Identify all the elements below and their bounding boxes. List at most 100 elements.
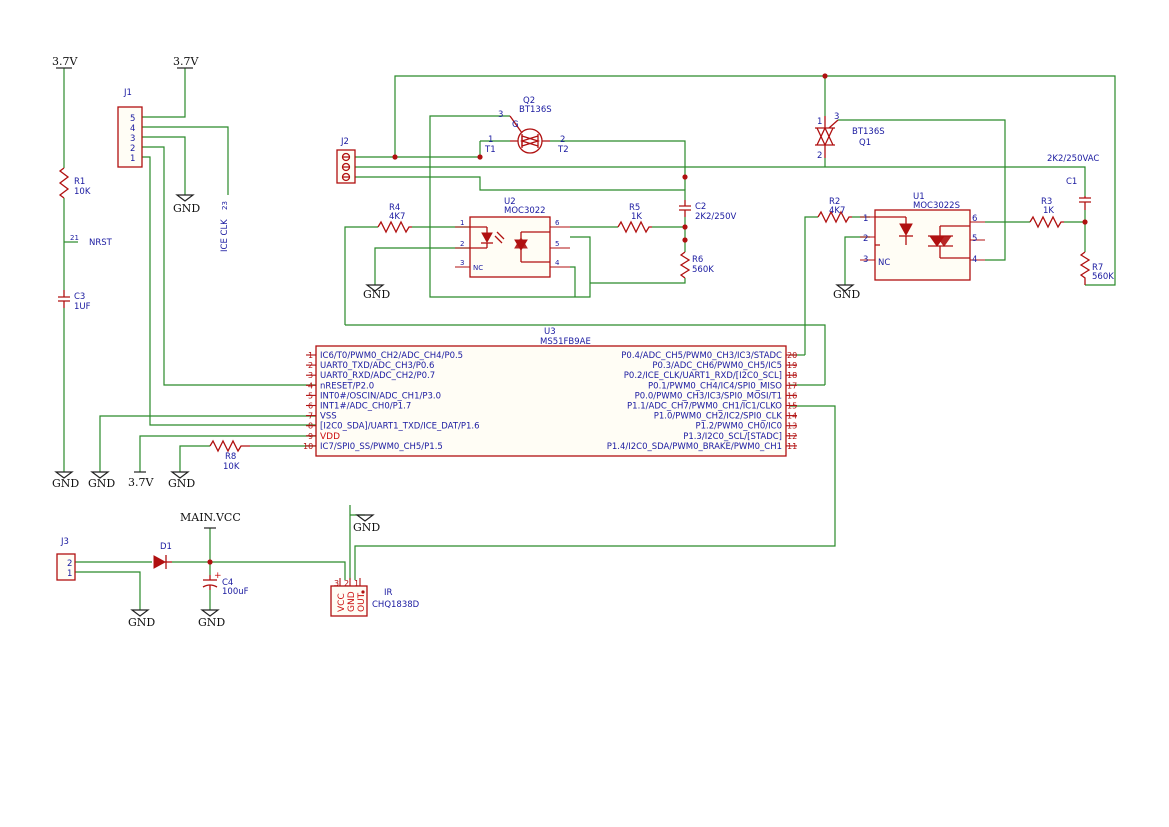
- svg-text:OUT: OUT: [357, 592, 367, 612]
- u3-pin-name: P0.0/PWM0_CH3/IC3/SPI0_MOSI/T1: [635, 391, 782, 401]
- power-3v7-bottom: 3.7V: [128, 471, 154, 489]
- q2-pin-num: 3: [498, 110, 503, 120]
- r2-ref: R2: [829, 197, 840, 207]
- q2-pin-name: T2: [557, 145, 569, 155]
- power-label: 3.7V: [52, 55, 78, 68]
- resistor-r7: R7 560K: [1079, 251, 1114, 285]
- u3-pin-name: P1.4/I2C0_SDA/PWM0_BRAKE/PWM0_CH1: [607, 442, 782, 452]
- ice-clk-label: ICE CLK: [220, 219, 230, 252]
- ir-value: CHQ1838D: [372, 600, 420, 610]
- u3-pin-num: 16: [787, 391, 797, 400]
- gnd-c4: GND: [198, 609, 225, 629]
- gnd-j1: GND: [173, 194, 200, 215]
- q1-pin-num: 3: [834, 112, 839, 122]
- r8-ref: R8: [225, 452, 236, 462]
- u3-pin-name: INT1#/ADC_CH0/P1.7: [320, 402, 411, 412]
- u3-pin-name: P0.4/ADC_CH5/PWM0_CH3/IC3/STADC: [621, 351, 782, 361]
- junction-dot: [477, 154, 483, 160]
- resistor-r6: R6 560K: [679, 251, 714, 279]
- junction-dots: [207, 73, 1088, 565]
- optocoupler-u1: 1 2 3 4 5 6 NC U1 MOC3022S: [860, 192, 985, 281]
- svg-text:VCC: VCC: [337, 593, 347, 612]
- q1-pin-num: 1: [817, 117, 822, 127]
- r4-value: 4K7: [389, 212, 405, 222]
- resistor-r8: R8 10K: [209, 439, 250, 472]
- u1-ref: U1: [913, 192, 925, 202]
- u3-pin-name: P0.1/PWM0_CH4/IC4/SPI0_MISO: [648, 381, 782, 391]
- q2-pin-num: 1: [488, 135, 493, 145]
- u3-pin-num: 8: [308, 422, 313, 431]
- r6-ref: R6: [692, 255, 703, 265]
- u3-pin-num: 12: [787, 432, 797, 441]
- r6-value: 560K: [692, 265, 714, 275]
- gnd-left: GND: [52, 471, 79, 490]
- u3-pin-num: 15: [787, 402, 797, 411]
- u3-right-pins: 20 P0.4/ADC_CH5/PWM0_CH3/IC3/STADC 19 P0.3/…: [607, 351, 797, 452]
- u3-pin-name: P1.1/ADC_CH7/PWM0_CH1/IC1/CLKO: [627, 402, 782, 412]
- c1-ref: C1: [1066, 177, 1077, 187]
- j1-pin: 2: [130, 144, 135, 154]
- power-label: 3.7V: [128, 476, 154, 489]
- u3-pin-num: 19: [787, 361, 797, 370]
- u3-pin-name: UART0_TXD/ADC_CH3/P0.6: [320, 361, 434, 371]
- capacitor-c2: C2 2K2/250V: [679, 200, 736, 222]
- j3-ref: J3: [60, 537, 69, 547]
- c1-value: 2K2/250VAC: [1047, 154, 1099, 164]
- terminal-j2: J2: [336, 137, 356, 184]
- u3-pin-name: UART0_RXD/ADC_CH2/P0.7: [320, 371, 435, 381]
- diode-d1: D1: [153, 542, 172, 569]
- u3-pin-num: 20: [787, 351, 797, 360]
- gnd-label: GND: [52, 477, 79, 490]
- q2-ref: Q2: [523, 96, 535, 106]
- u3-pin-num: 14: [787, 412, 797, 421]
- nrst-label: NRST: [89, 238, 113, 248]
- u3-pin-name: P0.3/ADC_CH6/PWM0_CH5/IC5: [652, 361, 782, 371]
- u3-pin-name: P1.3/I2C0_SCL/[STADC]: [683, 432, 782, 442]
- u2-pin: 5: [555, 240, 559, 248]
- junction-dot: [207, 559, 213, 565]
- resistor-r1: R1 10K: [58, 167, 91, 199]
- power-main-vcc: MAIN.VCC: [180, 511, 241, 529]
- r1-value: 10K: [74, 187, 91, 197]
- j3-pin: 1: [67, 569, 72, 579]
- u2-pin: 6: [555, 219, 560, 227]
- u2-value: MOC3022: [504, 206, 546, 216]
- u3-pin-num: 2: [308, 361, 313, 370]
- u3-pin-name: VSS: [320, 412, 337, 422]
- gnd-label: GND: [88, 477, 115, 490]
- gnd-label: GND: [168, 477, 195, 490]
- j3-pin: 2: [67, 559, 72, 569]
- nrst-pin: 21: [70, 234, 79, 242]
- u3-pin-num: 10: [303, 442, 313, 451]
- r7-ref: R7: [1092, 263, 1103, 273]
- r3-ref: R3: [1041, 197, 1052, 207]
- u1-pin: 6: [972, 214, 977, 224]
- u1-pin: 2: [863, 234, 868, 244]
- u1-value: MOC3022S: [913, 201, 960, 211]
- u2-pin: 3: [460, 259, 464, 267]
- u3-pin-num: 17: [787, 381, 797, 390]
- power-3v7-left: 3.7V: [52, 55, 78, 69]
- svg-text:GND: GND: [347, 591, 357, 612]
- gnd-r8: GND: [168, 471, 195, 490]
- u3-pin-name: IC7/SPI0_SS/PWM0_CH5/P1.5: [320, 442, 443, 452]
- u3-pin-num: 7: [308, 412, 313, 421]
- u3-pin-name: P1.0/PWM0_CH2/IC2/SPI0_CLK: [654, 412, 783, 422]
- junction-dot: [682, 237, 688, 243]
- q2-pin-name: G: [512, 120, 519, 130]
- c4-value: 100uF: [222, 587, 249, 597]
- u1-nc-label: NC: [878, 258, 890, 268]
- u3-pin-num: 13: [787, 422, 797, 431]
- r5-value: 1K: [631, 212, 642, 222]
- u1-pin: 3: [863, 255, 868, 265]
- c4-ref: C4: [222, 578, 233, 588]
- u3-pin-num: 1: [308, 351, 313, 360]
- u3-pin-name: VDD: [320, 432, 340, 442]
- ir-receiver: 3 2 1 VCC GND OUT IR CHQ1838D: [330, 578, 420, 617]
- ir-pin-num: 1: [354, 579, 359, 588]
- u3-pin-num: 3: [308, 371, 313, 380]
- resistor-r5: R5 1K: [617, 203, 652, 234]
- ir-ref: IR: [384, 588, 393, 598]
- r8-value: 10K: [223, 462, 240, 472]
